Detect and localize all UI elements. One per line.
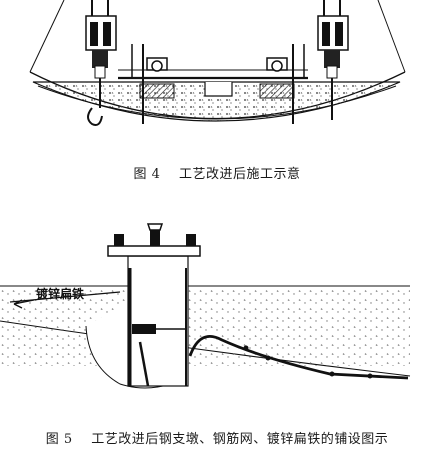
label-arrow [13,299,35,309]
left-rail-support [131,44,175,124]
rebar-node [243,345,249,351]
tunnel-left-wall [29,0,65,73]
figure-5-diagram: 镀锌扁铁 [0,223,411,389]
slab-fill [0,286,410,366]
left-flat-iron [87,107,103,126]
center-drain [204,82,233,97]
galvanized-flat-iron [9,291,121,303]
right-rail-support [259,44,305,124]
figure-4-title: 工艺改进后施工示意 [178,167,301,182]
figure-5-number: 图 5 [45,432,73,447]
steel-pier [107,223,201,387]
rebar-node [329,371,335,377]
figure-4-diagram [29,0,406,126]
rebar-node [265,355,271,361]
figure-4-number: 图 4 [133,167,161,182]
right-jack-column [317,0,349,120]
tunnel-right-wall [377,0,406,73]
figure-4-caption: 图 4 工艺改进后施工示意 [0,163,434,182]
rebar-hook [188,335,409,380]
figure-5-caption: 图 5 工艺改进后钢支墩、钢筋网、镀锌扁铁的铺设图示 [0,428,434,447]
concrete-base-outline [37,85,397,120]
figure-5-title: 工艺改进后钢支墩、钢筋网、镀锌扁铁的铺设图示 [91,432,389,447]
rebar-node [367,373,373,379]
label-galvanized-flat-iron: 镀锌扁铁 [36,286,84,301]
left-jack-column [85,0,117,108]
